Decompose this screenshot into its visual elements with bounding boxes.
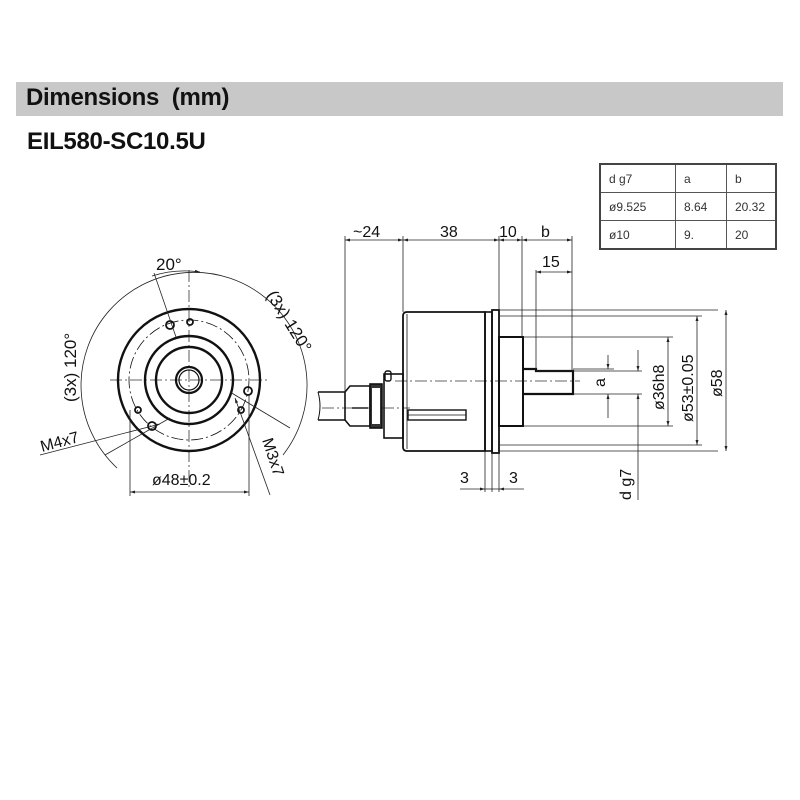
model-title: EIL580-SC10.5U: [27, 128, 206, 155]
table-cell: ø9.525: [599, 192, 676, 221]
dim-cable-label: ~24: [353, 224, 380, 241]
table-cell: ø10: [599, 220, 676, 250]
dim-flange-label: 10: [499, 224, 517, 241]
table-row: ø9.525 8.64 20.32: [599, 192, 777, 221]
dim-flange-thk-right-label: 3: [509, 470, 518, 487]
angle-dimension-arc: [80, 271, 308, 469]
table-cell: 20.32: [726, 192, 777, 221]
dim-flange-thk-left-label: 3: [460, 470, 469, 487]
dimension-table: d g7 a b ø9.525 8.64 20.32 ø10 9. 20: [599, 163, 777, 250]
table-cell: 20: [726, 220, 777, 250]
table-cell: 9.: [675, 220, 727, 250]
side-view: ~24 38 10 b 15 3 3 a d g7 ø36h8 ø53±0.05…: [317, 224, 728, 500]
thread-m4-label: M4x7: [39, 429, 81, 456]
dim-spigot-label: ø36h8: [651, 365, 668, 410]
front-view: 20° (3x) 120° (3x) 120° M4x7 M3x7 ø48±0.…: [39, 255, 316, 496]
section-title: Dimensions (mm): [26, 84, 230, 111]
table-cell: 8.64: [675, 192, 727, 221]
section-header-bar: Dimensions (mm): [16, 82, 783, 116]
dim-flat-label: a: [592, 378, 609, 387]
dim-shaft-length-label: b: [541, 224, 550, 241]
dim-shaft-dia-label: d g7: [618, 469, 635, 500]
dim-shaft-flat-label: 15: [542, 254, 560, 271]
angle-right-label: (3x) 120°: [263, 287, 316, 356]
table-header-cell: b: [726, 163, 777, 193]
table-row: ø10 9. 20: [599, 220, 777, 250]
angle-top-label: 20°: [156, 255, 182, 274]
center-lines: [110, 270, 268, 490]
bolt-circle-label: ø48±0.2: [152, 472, 211, 489]
dim-flange-dia-label: ø53±0.05: [680, 354, 697, 422]
table-header-row: d g7 a b: [599, 163, 777, 193]
thread-m3-label: M3x7: [258, 436, 286, 479]
angle-left-label: (3x) 120°: [61, 333, 80, 402]
dim-body-dia-label: ø58: [709, 369, 726, 397]
dim-body-label: 38: [440, 224, 458, 241]
